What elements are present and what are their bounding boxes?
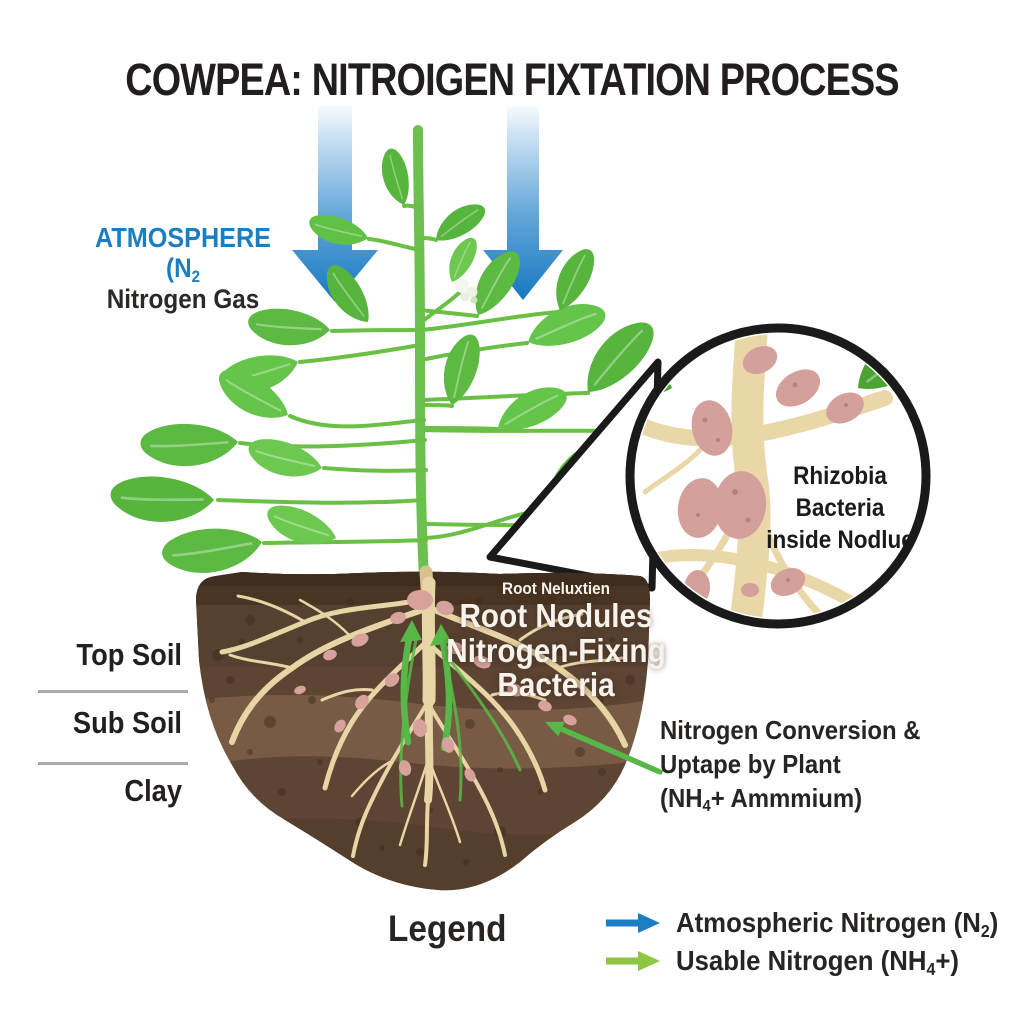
root-nodules-label-small: Root Neluxtien: [502, 579, 610, 598]
soil-layer-label-clay: Clay: [124, 773, 182, 808]
legend-item-label: Atmospheric Nitrogen (N2): [676, 907, 999, 941]
up-arrowhead-icon: [430, 624, 452, 646]
legend-item-atmospheric-nitrogen: Atmospheric Nitrogen (N2): [606, 906, 1024, 941]
nitrogen-conversion-line1: Nitrogen Conversion &: [660, 715, 921, 745]
down-arrow-icon: [292, 106, 378, 302]
nitrogen-conversion-line2: Uptape by Plant: [660, 748, 841, 779]
blue-right-arrow-icon: [606, 913, 660, 933]
atmosphere-label-line3: Nitrogen Gas: [106, 283, 260, 314]
down-arrow-icon: [483, 106, 563, 300]
atmosphere-label-line2: (N2: [165, 253, 201, 287]
green-right-arrow-icon: [606, 951, 660, 971]
rhizobia-label: Rhizobia Bacteria inside Nodlue: [752, 460, 928, 556]
root-nodules-label-line1: Root Nodules: [459, 597, 653, 634]
legend-item-usable-nitrogen: Usable Nitrogen (NH4+): [606, 944, 984, 979]
root-nodules: [294, 590, 577, 782]
nitrogen-conversion-arrow: [545, 721, 663, 775]
arrowhead-icon: [545, 721, 565, 737]
nitrogen-conversion-label: Nitrogen Conversion & Uptape by Plant (N…: [660, 714, 921, 816]
atmospheric-nitrogen-down-arrows: [292, 106, 563, 302]
usable-nitrogen-up-arrows: [399, 620, 522, 808]
soil-speckles: [209, 597, 635, 865]
legend-heading: Legend: [388, 908, 507, 949]
up-arrowhead-icon: [400, 620, 422, 642]
nitrogen-conversion-line3: (NH4+ Ammmium): [660, 782, 863, 816]
flower: [455, 279, 478, 304]
root-nodules-label-line3: Bacteria: [497, 666, 615, 704]
page-title: COWPEA: NITROIGEN FIXTATION PROCESS: [125, 54, 899, 105]
legend-item-label: Usable Nitrogen (NH4+): [676, 945, 959, 979]
soil-layer-divider: [38, 762, 188, 765]
soil-layer-label-top-soil: Top Soil: [76, 637, 182, 672]
root-nodules-label: Root Neluxtien Root Nodules Nitrogen-Fix…: [428, 579, 684, 703]
soil-layer-label-sub-soil: Sub Soil: [72, 705, 182, 740]
atmosphere-label-line1: ATMOSPHERE: [95, 222, 271, 253]
soil-layer-divider: [38, 690, 188, 693]
rhizobia-label-line1: Rhizobia Bacteria: [793, 462, 887, 522]
inset-nodule-dots: [696, 382, 848, 582]
atmosphere-label: ATMOSPHERE (N2 Nitrogen Gas: [52, 222, 314, 314]
root-nodules-label-line2: Nitrogen-Fixing: [446, 631, 666, 669]
rhizobia-label-line2: inside Nodlue: [766, 526, 914, 554]
magnifier-inset: [625, 323, 931, 629]
